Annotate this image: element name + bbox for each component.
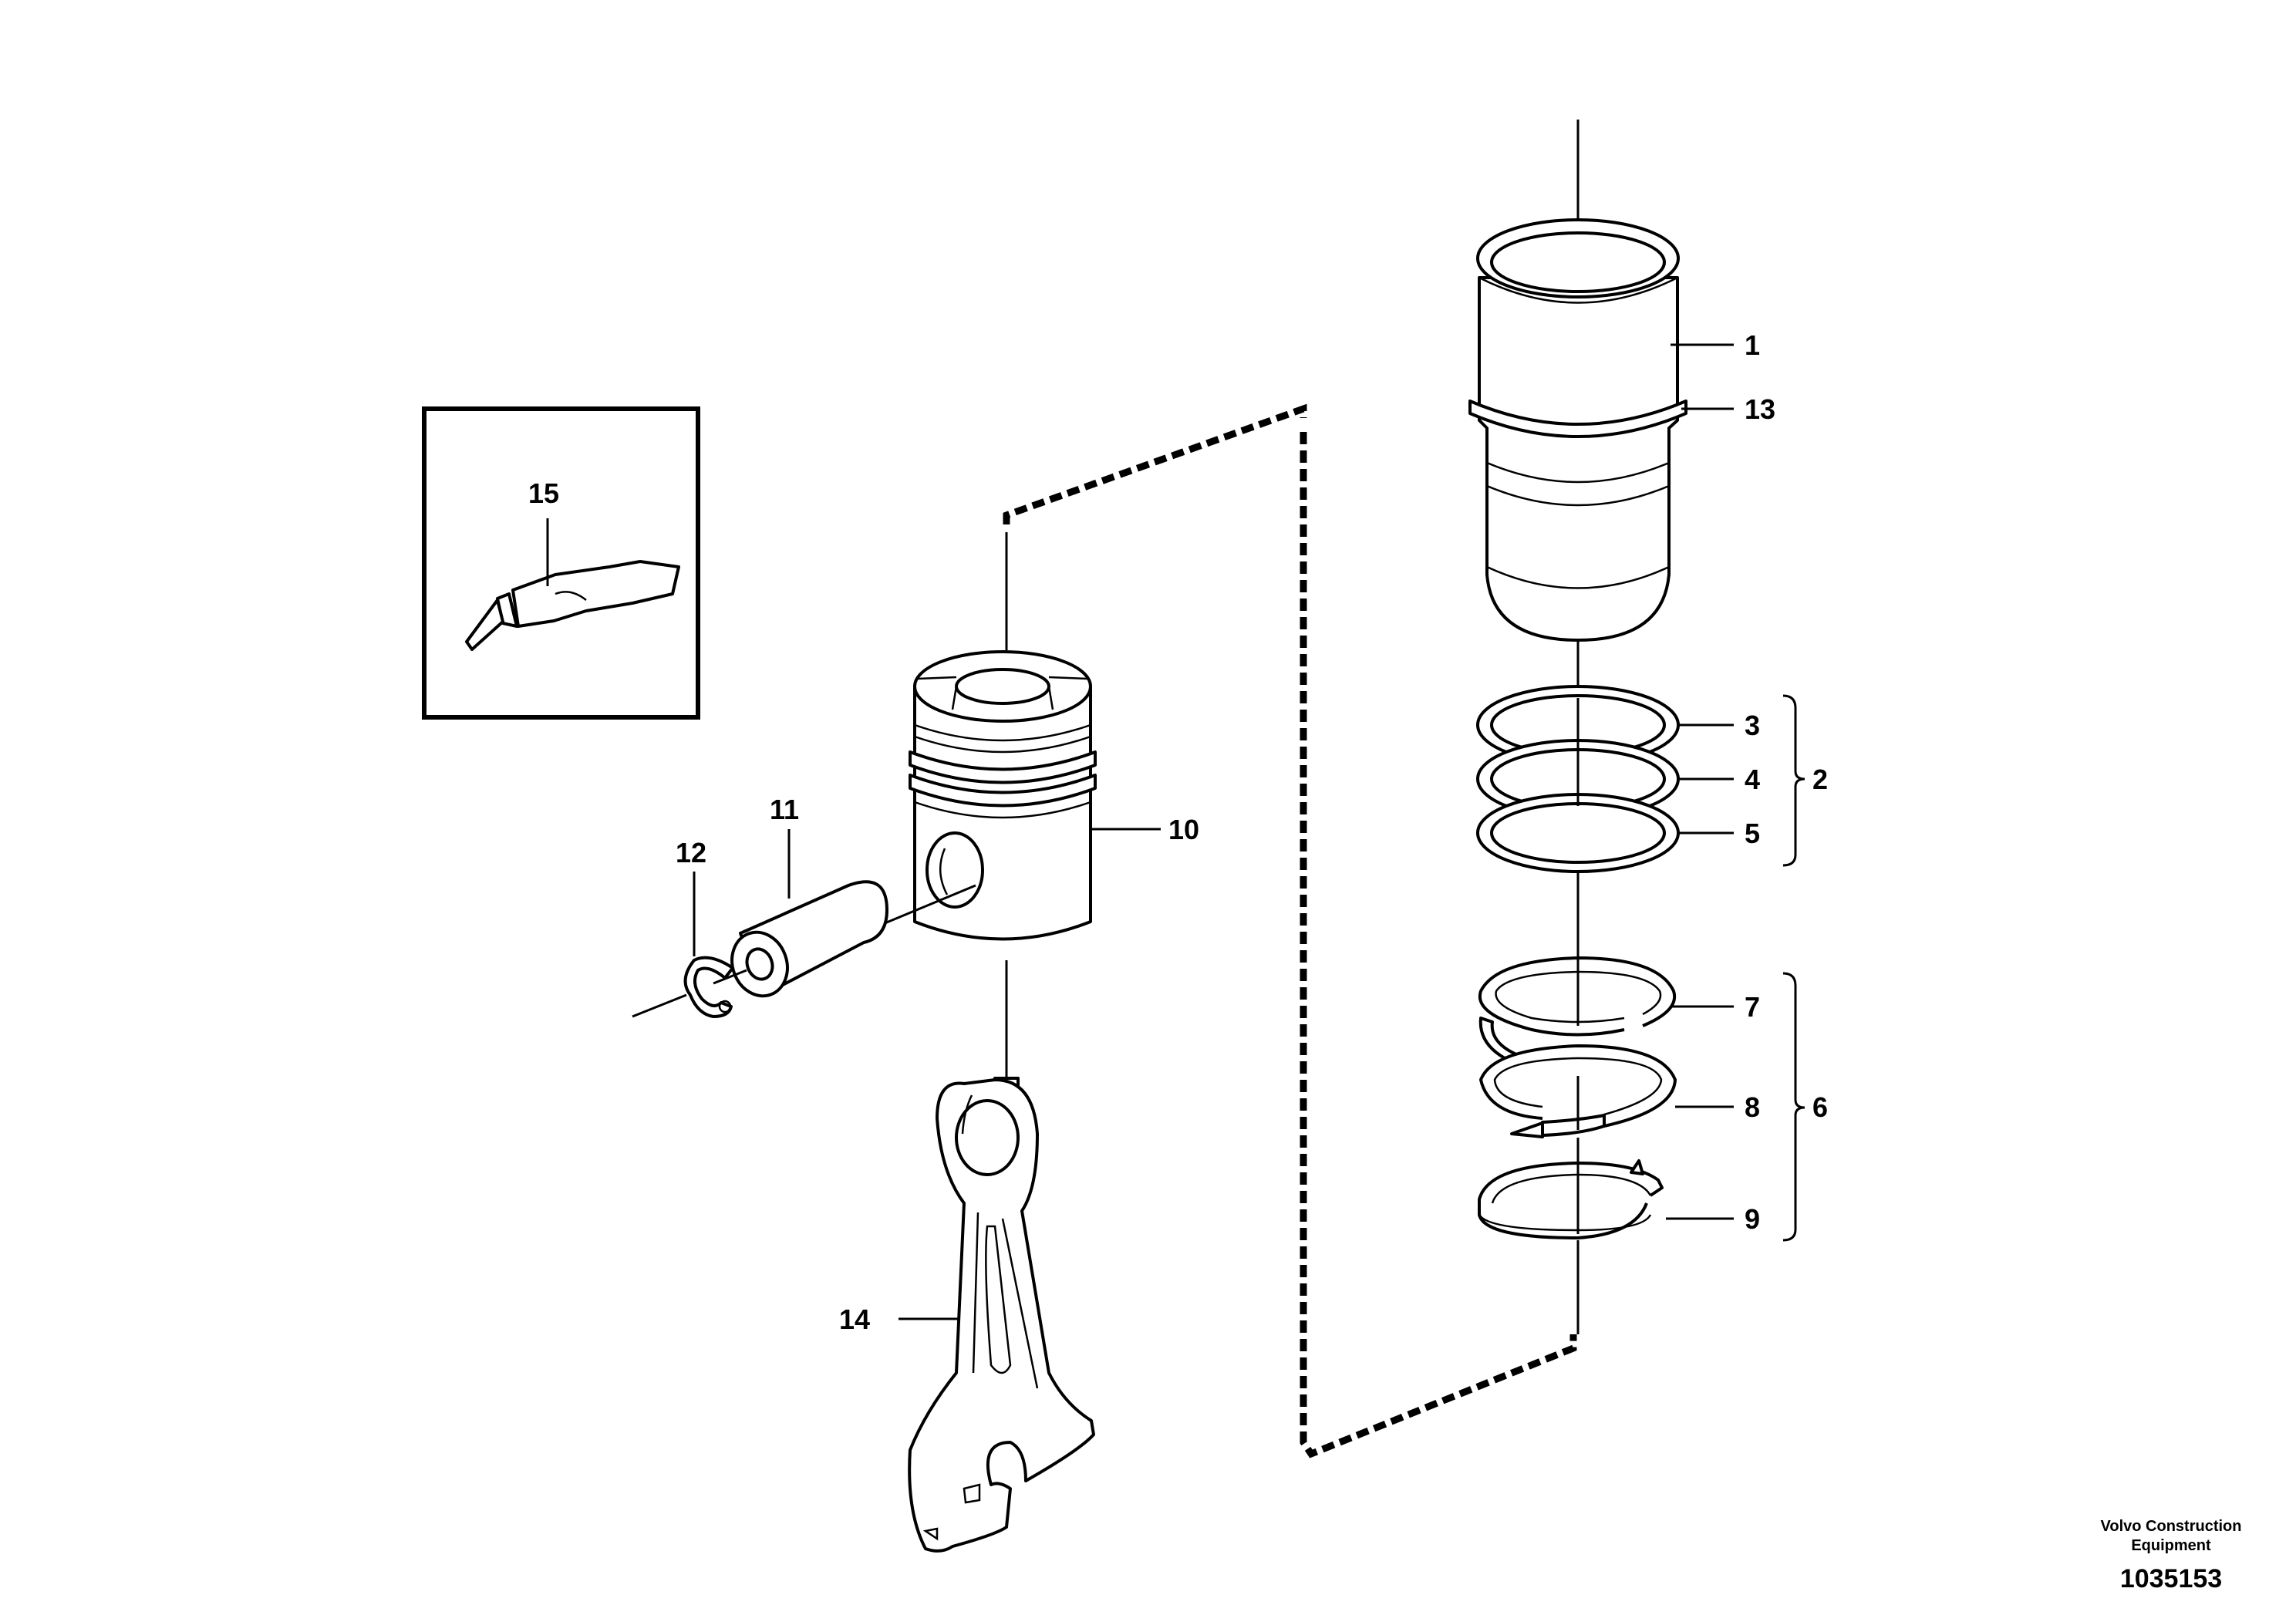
assembly-dashed-path [1003, 403, 1577, 1458]
piston [878, 532, 1161, 941]
callout-4: 4 [1745, 764, 1760, 795]
footer-block: Volvo Construction Equipment 1035153 [2101, 1518, 2242, 1593]
circlip [632, 872, 734, 1018]
piston-pin [713, 829, 888, 998]
company-name-line1: Volvo Construction [2101, 1518, 2242, 1535]
callout-6: 6 [1812, 1091, 1828, 1123]
cylinder-liner [1468, 120, 1687, 642]
callout-9: 9 [1745, 1203, 1760, 1235]
company-name-line2: Equipment [2131, 1537, 2211, 1554]
connecting-rod [899, 960, 1095, 1553]
callout-1: 1 [1745, 329, 1760, 361]
sealant-tube-inset [422, 406, 700, 720]
callout-8: 8 [1745, 1091, 1760, 1123]
callout-5: 5 [1745, 818, 1760, 849]
piston-ring-set-upper [1476, 642, 1805, 956]
callout-14: 14 [839, 1303, 870, 1335]
callout-labels: 1 13 3 4 5 2 7 8 9 6 10 11 12 14 15 [528, 329, 1828, 1335]
piston-ring-set-lower [1478, 956, 1805, 1334]
callout-15: 15 [528, 477, 559, 509]
callout-7: 7 [1745, 991, 1760, 1023]
callout-12: 12 [676, 837, 706, 868]
liner-leaders [1671, 343, 1734, 410]
callout-11: 11 [770, 794, 799, 825]
callout-3: 3 [1745, 710, 1760, 741]
callout-10: 10 [1168, 814, 1199, 845]
callout-2: 2 [1812, 764, 1828, 795]
drawing-number: 1035153 [2120, 1564, 2222, 1593]
callout-13: 13 [1745, 393, 1775, 425]
